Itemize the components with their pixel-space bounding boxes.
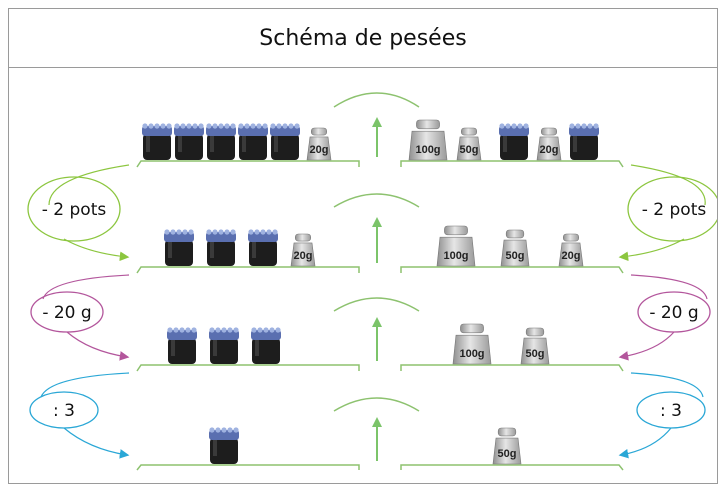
arrow-right-1 [618, 238, 685, 262]
weight-label: 50g [526, 348, 545, 360]
weight-label: 20g [310, 144, 329, 156]
right-pan-2 [400, 266, 624, 274]
op-bubble-left-1 [27, 176, 121, 242]
arrow-left-3 [63, 427, 130, 459]
jar-icon [238, 123, 268, 160]
jar-icon [164, 229, 194, 266]
balance-arc-2 [333, 193, 420, 208]
right-pan-3 [400, 364, 624, 372]
balance-arc-3 [333, 297, 420, 312]
title-row: Schéma de pesées [9, 9, 717, 68]
scale-row-4 [136, 397, 624, 471]
balance-arc-4 [333, 397, 420, 412]
weighing-diagram: 20g 100g 50g 20g 20g 100g 50g 20g 100g 50g 50g - 2… [27, 92, 717, 471]
weight-w50-icon: 50g [492, 427, 522, 465]
op-label-left-1: - 2 pots [42, 200, 107, 220]
jar-icon [206, 229, 236, 266]
weight-label: 20g [294, 250, 313, 262]
jar-icon [251, 327, 281, 364]
left-pan-1 [136, 160, 360, 168]
right-pan-4 [400, 464, 624, 471]
jar-icon [174, 123, 204, 160]
weight-label: 20g [540, 144, 559, 156]
jar-icon [248, 229, 278, 266]
step-divide-3: : 3 : 3 [29, 372, 706, 459]
right-pan-1 [400, 160, 624, 168]
weight-label: 50g [460, 144, 479, 156]
scale-row-1 [136, 92, 624, 168]
step-remove-pots: - 2 pots - 2 pots [27, 164, 717, 262]
weight-label: 20g [562, 250, 581, 262]
arrow-left-1 [63, 238, 130, 262]
jar-icon [270, 123, 300, 160]
op-label-left-3: : 3 [53, 401, 75, 421]
op-label-right-2: - 20 g [649, 303, 698, 323]
weight-w20-icon: 20g [306, 127, 332, 161]
weights-layer: 20g 100g 50g 20g 20g 100g 50g 20g 100g 50g 50g [290, 119, 584, 465]
step-remove-20g: - 20 g - 20 g [30, 274, 711, 361]
diagram-frame: Schéma de pesées [8, 8, 718, 484]
jar-icon [167, 327, 197, 364]
weight-w20-icon: 20g [290, 233, 316, 267]
jar-icon [209, 327, 239, 364]
weight-w20-icon: 20g [558, 233, 584, 267]
weight-w100-icon: 100g [452, 323, 492, 365]
weight-label: 50g [506, 250, 525, 262]
op-bubble-right-1 [627, 176, 717, 242]
weight-w50-icon: 50g [500, 229, 530, 267]
weight-label: 50g [498, 448, 517, 460]
weight-label: 100g [415, 144, 440, 156]
balance-arc-1 [333, 92, 420, 108]
jar-icon [142, 123, 172, 160]
arrow-left-2 [66, 331, 130, 361]
arrow-right-3 [618, 427, 672, 459]
jar-icon [569, 123, 599, 160]
jar-icon [206, 123, 236, 160]
scale-row-3 [136, 297, 624, 372]
op-label-right-3: : 3 [660, 401, 682, 421]
weight-w20-icon: 20g [536, 127, 562, 161]
scale-row-2 [136, 193, 624, 274]
weight-label: 100g [443, 250, 468, 262]
left-pan-4 [136, 464, 360, 471]
weight-w100-icon: 100g [408, 119, 448, 161]
op-label-left-2: - 20 g [42, 303, 91, 323]
arrow-right-2 [618, 331, 675, 361]
weight-w50-icon: 50g [520, 327, 550, 365]
weight-w100-icon: 100g [436, 225, 476, 267]
left-pan-3 [136, 364, 360, 372]
jar-icon [209, 427, 239, 464]
jar-icon [499, 123, 529, 160]
op-label-right-1: - 2 pots [642, 200, 707, 220]
weight-w50-icon: 50g [456, 127, 482, 161]
left-pan-2 [136, 266, 360, 274]
weight-label: 100g [459, 348, 484, 360]
jars-layer [142, 123, 599, 464]
diagram-title: Schéma de pesées [259, 25, 467, 51]
